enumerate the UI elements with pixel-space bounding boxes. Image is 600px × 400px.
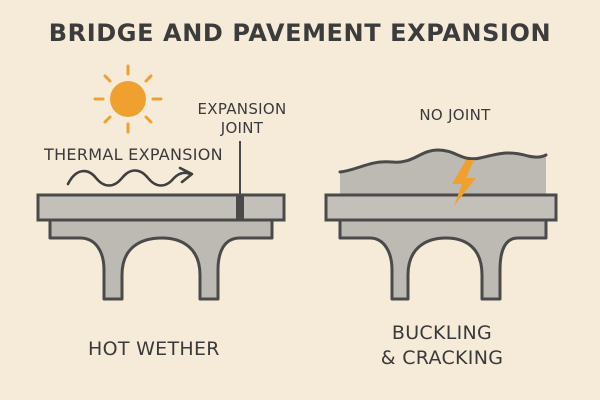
left-bridge-deck: [36, 193, 286, 222]
right-bridge-deck: [324, 193, 558, 222]
buckling-caption-line-1: BUCKLING: [391, 322, 493, 344]
sun-icon: [93, 64, 163, 134]
expansion-joint-label-line-2: JOINT: [220, 119, 264, 137]
no-joint-label: NO JOINT: [419, 106, 491, 124]
hot-weather-caption: HOT WETHER: [88, 338, 220, 360]
page-title: BRIDGE AND PAVEMENT EXPANSION: [48, 19, 552, 47]
expansion-joint-label-line-1: EXPANSION: [197, 100, 287, 118]
expansion-joint-label: EXPANSION JOINT: [187, 100, 297, 138]
buckling-cracking-caption: BUCKLING & CRACKING: [362, 321, 522, 371]
buckled-pavement: [340, 150, 546, 196]
lightning-crack-icon: [452, 160, 476, 206]
left-bridge: [36, 141, 286, 301]
buckling-caption-line-2: & CRACKING: [380, 347, 504, 369]
right-bridge-pier: [338, 217, 548, 301]
wave-arrow-icon: [66, 166, 194, 187]
right-bridge: [324, 148, 558, 301]
left-bridge-pier: [48, 217, 274, 301]
expansion-joint: [236, 195, 244, 220]
thermal-expansion-label: THERMAL EXPANSION: [44, 145, 223, 164]
